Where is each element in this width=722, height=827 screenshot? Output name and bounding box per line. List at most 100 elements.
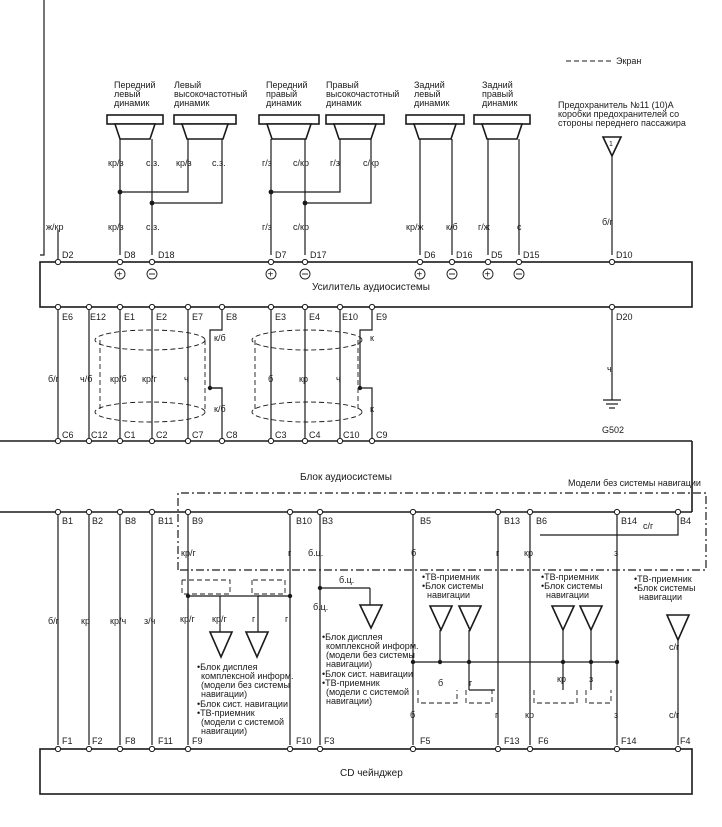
plus-mark: + bbox=[268, 270, 274, 281]
pin-b3: B3 bbox=[322, 516, 333, 526]
nav-models-region bbox=[177, 492, 707, 571]
nav-models-note: Модели без системы навигации bbox=[568, 478, 701, 488]
cd-changer-box bbox=[39, 748, 693, 795]
wire-f6-loop-label: кр bbox=[557, 674, 566, 684]
pin-d15: D15 bbox=[523, 250, 540, 260]
wire-e4-label: кр bbox=[299, 374, 308, 384]
wire-d7-label: г/з bbox=[262, 222, 272, 232]
pin-d8: D8 bbox=[124, 250, 136, 260]
rear-right-label-2: правый bbox=[482, 89, 513, 99]
mid-note-7: (модели с системой bbox=[326, 687, 409, 697]
wire-e6-label: б/г bbox=[48, 374, 60, 384]
wire-e2-label: кр/г bbox=[142, 374, 157, 384]
audio-unit-b-pins: B1 B2 B8 B11 B9 B10 B3 B5 B13 B6 B14 B4 bbox=[62, 516, 691, 526]
left-tweeter-label-3: динамик bbox=[174, 98, 209, 108]
pin-b1: B1 bbox=[62, 516, 73, 526]
mid-display-note: •Блок дисплея комплексной информ. (модел… bbox=[322, 632, 419, 706]
audio-unit-title: Блок аудиосистемы bbox=[300, 472, 392, 483]
amplifier-top-terminals bbox=[54, 258, 616, 266]
tv-nav-2-line-3: навигации bbox=[546, 590, 589, 600]
pin-c1: C1 bbox=[124, 430, 136, 440]
fuse-label-2: коробки предохранителей со bbox=[558, 109, 679, 119]
legend-screen-label: Экран bbox=[616, 56, 641, 66]
pin-b4: B4 bbox=[680, 516, 691, 526]
pin-b8: B8 bbox=[125, 516, 136, 526]
tv-nav-triangle-4 bbox=[578, 605, 604, 632]
tv-nav-note-2: •ТВ-приемник •Блок системы навигации bbox=[541, 572, 602, 600]
plus-mark: + bbox=[417, 270, 423, 281]
right-tweeter-label-2: высокочастотный bbox=[326, 89, 399, 99]
rear-left-label-1: Задний bbox=[414, 80, 445, 90]
front-right-label-2: правый bbox=[266, 89, 297, 99]
audio-unit-c-terminals bbox=[54, 437, 376, 445]
wire-b9-label: кр/г bbox=[181, 548, 196, 558]
wire-d17-label: с/кр bbox=[293, 222, 309, 232]
wire-d8-label: кр/з bbox=[108, 222, 124, 232]
pin-c7: C7 bbox=[192, 430, 204, 440]
tv-nav-note-1: •ТВ-приемник •Блок системы навигации bbox=[422, 572, 483, 600]
cd-changer-terminals bbox=[54, 745, 682, 753]
wire-f2-label: кр bbox=[81, 616, 90, 626]
cd-changer-title: CD чейнджер bbox=[340, 768, 403, 779]
pin-f3: F3 bbox=[324, 736, 335, 746]
tv-nav-1-line-3: навигации bbox=[427, 590, 470, 600]
left-tweeter-label-1: Левый bbox=[174, 80, 201, 90]
pin-d2: D2 bbox=[62, 250, 74, 260]
wire-e9b-label: к bbox=[370, 404, 374, 414]
pin-b14: B14 bbox=[621, 516, 637, 526]
amplifier-title: Усилитель аудиосистемы bbox=[312, 282, 430, 293]
left-tweeter-label-2: высокочастотный bbox=[174, 89, 247, 99]
wire-f14-loop-label: з bbox=[589, 674, 593, 684]
tv-nav-2-line-1: •ТВ-приемник bbox=[541, 572, 599, 582]
fuse-icon bbox=[601, 136, 623, 158]
mid-note-6: •ТВ-приемник bbox=[322, 678, 380, 688]
wire-right-tw-a-label: г/з bbox=[330, 158, 340, 168]
pin-e1: E1 bbox=[124, 312, 135, 322]
display-unit-triangle-1 bbox=[208, 631, 234, 659]
pin-f14: F14 bbox=[621, 736, 637, 746]
left-note-2: комплексной информ. bbox=[201, 671, 294, 681]
display-unit-triangle-2 bbox=[244, 631, 270, 659]
pin-d10: D10 bbox=[616, 250, 633, 260]
pin-b5: B5 bbox=[420, 516, 431, 526]
pin-e12: E12 bbox=[90, 312, 106, 322]
tv-nav-3-line-3: навигации bbox=[639, 592, 682, 602]
wire-e8b-label: к/б bbox=[214, 404, 226, 414]
wire-f9-loop-label: кр/г bbox=[212, 614, 227, 624]
speaker-right-tweeter-icon bbox=[325, 114, 385, 140]
wire-e7-label: ч bbox=[184, 374, 189, 384]
pin-d20: D20 bbox=[616, 312, 633, 322]
wire-f5-loop-label: б bbox=[438, 678, 443, 688]
pin-f2: F2 bbox=[92, 736, 103, 746]
pin-d16: D16 bbox=[456, 250, 473, 260]
left-display-note: •Блок дисплея комплексной информ. (модел… bbox=[197, 662, 294, 736]
wire-d17a-label: с/кр bbox=[293, 158, 309, 168]
top-wire-labels: ж/кр кр/з с.з. кр/з с.з. кр/з с.з. г/з с… bbox=[46, 158, 614, 232]
wire-f8-label: кр/ч bbox=[110, 616, 126, 626]
wire-d18a-label: с.з. bbox=[146, 158, 160, 168]
left-note-1: •Блок дисплея bbox=[197, 662, 258, 672]
mid-note-2: комплексной информ. bbox=[326, 641, 419, 651]
left-frame-wire bbox=[40, 0, 45, 256]
amplifier-bottom-pins: E6 E12 E1 E2 E7 E8 E3 E4 E10 E9 D20 bbox=[62, 312, 633, 322]
plus-mark: + bbox=[117, 270, 123, 281]
tv-nav-3-line-2: •Блок системы bbox=[634, 583, 695, 593]
speaker-rear-left-icon bbox=[405, 114, 465, 140]
pin-d6: D6 bbox=[424, 250, 436, 260]
front-left-label-3: динамик bbox=[114, 98, 149, 108]
mid-note-8: навигации) bbox=[326, 696, 372, 706]
wire-e9a-label: к bbox=[370, 333, 374, 343]
amplifier-box bbox=[39, 261, 693, 308]
pin-f4: F4 bbox=[680, 736, 691, 746]
pin-b10: B10 bbox=[296, 516, 312, 526]
front-left-label-2: левый bbox=[114, 89, 141, 99]
wire-d15-label: с bbox=[517, 222, 522, 232]
wire-f14-label: з bbox=[614, 710, 618, 720]
wire-b5-label: б bbox=[411, 548, 416, 558]
wire-d10-label: б/г bbox=[602, 217, 614, 227]
wire-f1-label: б/г bbox=[48, 616, 60, 626]
amplifier-top-pins: D2 D8 D18 D7 D17 D6 D16 D5 D15 D10 bbox=[62, 250, 633, 260]
pin-d7: D7 bbox=[275, 250, 287, 260]
wire-d16-label: к/б bbox=[446, 222, 458, 232]
pin-b9: B9 bbox=[192, 516, 203, 526]
